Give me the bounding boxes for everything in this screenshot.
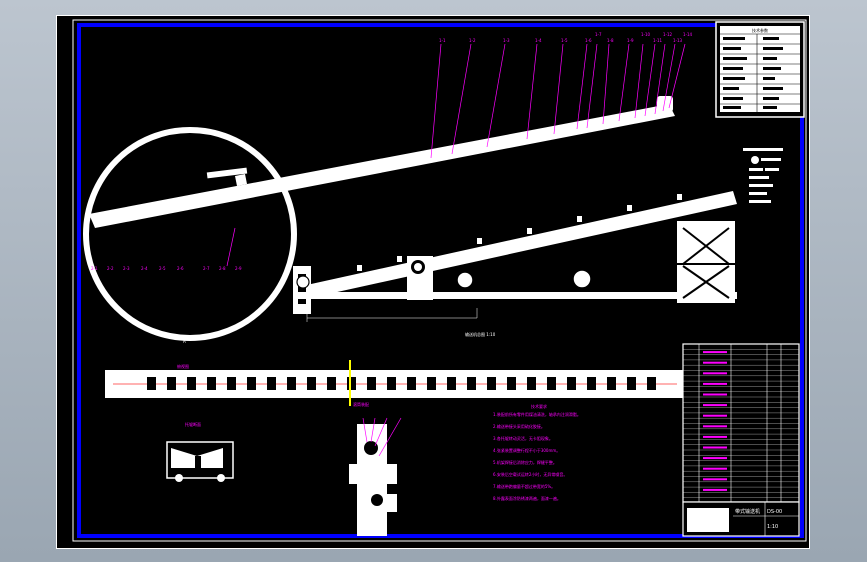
drawing-title: 带式输送机	[735, 508, 760, 515]
plan-slot	[387, 377, 396, 390]
plan-slot	[287, 377, 296, 390]
param-table-title: 技术参数	[752, 27, 768, 33]
main-view-label: 输送机总图 1:10	[465, 331, 496, 337]
drawing-sheet: 技术参数	[56, 15, 810, 549]
roller-label: 滚筒装配	[353, 401, 369, 407]
plan-slot	[567, 377, 576, 390]
title-block: 带式输送机 DS-00 1:10	[682, 501, 800, 537]
note-2: 2.输送带接头采用硫化胶接。	[493, 423, 545, 429]
bom-entry	[703, 425, 727, 428]
svg-text:1-10: 1-10	[641, 32, 651, 37]
svg-text:2-4: 2-4	[141, 266, 148, 271]
plan-slot	[187, 377, 196, 390]
bom-entry	[703, 393, 727, 396]
symbol-legend	[743, 148, 783, 203]
svg-text:1-1: 1-1	[439, 38, 446, 43]
plan-slot	[307, 377, 316, 390]
svg-text:1-6: 1-6	[585, 38, 592, 43]
plan-slot	[547, 377, 556, 390]
notes-title: 技术要求	[531, 403, 547, 409]
plan-slot	[607, 377, 616, 390]
cad-drawing: 技术参数	[72, 19, 807, 542]
bom-entry	[703, 382, 727, 385]
bom-entry	[703, 467, 727, 470]
plan-slot	[167, 377, 176, 390]
plan-slot	[427, 377, 436, 390]
outer-border	[72, 19, 807, 542]
plan-slot	[527, 377, 536, 390]
callout-leaders	[226, 43, 686, 267]
svg-text:1-9: 1-9	[627, 38, 634, 43]
bom-entry	[703, 435, 727, 438]
plan-slot	[347, 377, 356, 390]
note-8: 8.外露表面涂防锈漆两遍，面漆一遍。	[493, 495, 561, 501]
plan-slot	[367, 377, 376, 390]
detail-view-a: A	[83, 127, 297, 344]
svg-text:1-11: 1-11	[653, 38, 663, 43]
svg-text:1-5: 1-5	[561, 38, 568, 43]
drawing-number: DS-00	[767, 509, 782, 515]
bom-entry	[703, 351, 727, 354]
plan-slot	[247, 377, 256, 390]
bom-entry	[703, 414, 727, 417]
bom-entry	[703, 488, 727, 491]
conveyor-elevation: 输送机总图 1:10	[89, 96, 737, 337]
section-label: 托辊断面	[185, 421, 201, 427]
svg-text:2-2: 2-2	[107, 266, 114, 271]
top-callouts: 1-1 1-2 1-3 1-4 1-5 1-6 1-7 1-8 1-9 1-10…	[439, 32, 693, 43]
bom-entry	[703, 478, 727, 481]
roller-assembly: 滚筒装配	[349, 401, 402, 536]
plan-slot	[627, 377, 636, 390]
plan-slot	[267, 377, 276, 390]
svg-text:1-3: 1-3	[503, 38, 510, 43]
plan-slot	[327, 377, 336, 390]
svg-text:1-14: 1-14	[683, 32, 693, 37]
bom-entry	[703, 372, 727, 375]
plan-slot	[467, 377, 476, 390]
note-6: 6.安装后空载试运转2小时，无异常噪音。	[493, 471, 567, 477]
bom-entry	[703, 457, 727, 460]
detail-label: A	[183, 339, 186, 344]
svg-text:2-3: 2-3	[123, 266, 130, 271]
svg-text:2-9: 2-9	[235, 266, 242, 271]
note-7: 7.输送带跑偏量不超过带宽的5%。	[493, 483, 555, 489]
idler-section: 托辊断面	[166, 421, 234, 482]
detail-callouts: 2-1 2-2 2-3 2-4 2-5 2-6 2-7 2-8 2-9	[91, 266, 242, 271]
bom-entry	[703, 361, 727, 364]
drawing-frame	[77, 23, 804, 538]
svg-text:1-8: 1-8	[607, 38, 614, 43]
plan-slot	[447, 377, 456, 390]
plan-slot	[487, 377, 496, 390]
bom-entry	[703, 404, 727, 407]
svg-text:2-7: 2-7	[203, 266, 210, 271]
parts-list	[682, 343, 800, 503]
plan-slot	[647, 377, 656, 390]
plan-view-label: 俯视图	[177, 363, 189, 369]
note-5: 5.机架焊接后消除应力，焊缝平整。	[493, 459, 557, 465]
svg-text:2-5: 2-5	[159, 266, 166, 271]
plan-slot	[227, 377, 236, 390]
note-1: 1.装配前所有零件用煤油清洗，轴承内注润滑脂。	[493, 411, 581, 417]
svg-text:1-12: 1-12	[663, 32, 673, 37]
bom-entry	[703, 446, 727, 449]
svg-text:2-8: 2-8	[219, 266, 226, 271]
plan-view: 俯视图	[105, 360, 691, 406]
note-3: 3.各托辊转动灵活，无卡阻现象。	[493, 435, 553, 441]
parameter-table: 技术参数	[715, 21, 805, 118]
svg-text:1-2: 1-2	[469, 38, 476, 43]
plan-slot	[207, 377, 216, 390]
note-4: 4.张紧装置调整行程不小于300mm。	[493, 447, 560, 453]
svg-text:1-7: 1-7	[595, 32, 602, 37]
plan-slot	[507, 377, 516, 390]
technical-notes: 技术要求 1.装配前所有零件用煤油清洗，轴承内注润滑脂。 2.输送带接头采用硫化…	[493, 403, 581, 501]
svg-text:1-13: 1-13	[673, 38, 683, 43]
svg-text:2-6: 2-6	[177, 266, 184, 271]
svg-text:1-4: 1-4	[535, 38, 542, 43]
plan-slot	[147, 377, 156, 390]
svg-text:2-1: 2-1	[91, 266, 98, 271]
plan-slot	[407, 377, 416, 390]
drawing-scale: 1:10	[767, 524, 778, 530]
plan-slot	[587, 377, 596, 390]
